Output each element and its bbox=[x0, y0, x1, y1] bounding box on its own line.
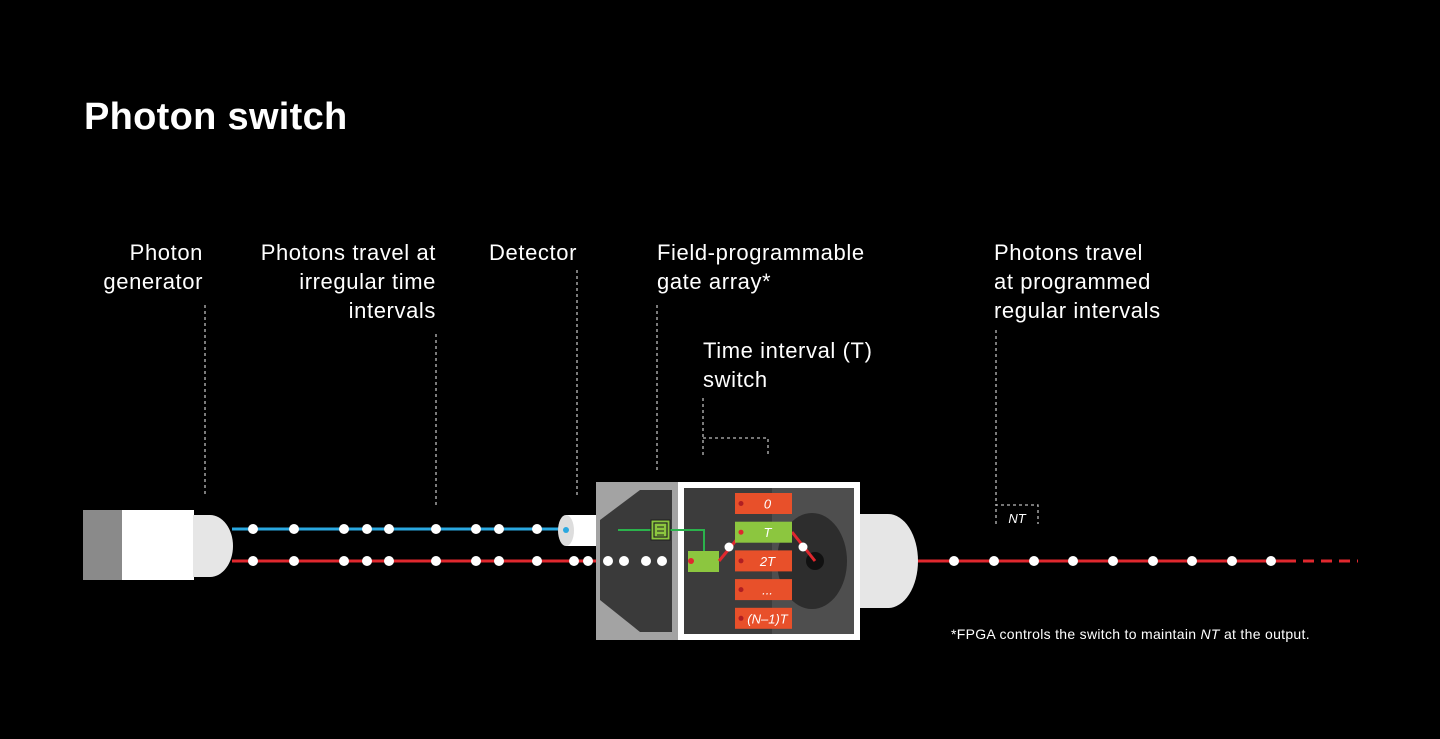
slot-bar bbox=[735, 493, 792, 514]
blue-photons bbox=[248, 524, 542, 534]
label-line: Field-programmable bbox=[657, 240, 865, 265]
slot-bar bbox=[735, 521, 792, 543]
label-line: Photons travel bbox=[994, 240, 1144, 265]
slot-contact bbox=[738, 558, 744, 564]
footnote-emph: NT bbox=[1200, 626, 1220, 642]
diagram-title: Photon switch bbox=[84, 96, 348, 138]
red-photons-fpga bbox=[603, 556, 667, 566]
footnote: *FPGA controls the switch to maintain NT… bbox=[951, 626, 1310, 642]
label-line: at programmed bbox=[994, 269, 1151, 294]
nt-label: NT bbox=[1008, 511, 1026, 526]
fpga-chip bbox=[618, 519, 705, 551]
slot-contact bbox=[738, 615, 744, 621]
slot-label: ... bbox=[762, 583, 773, 598]
slot-label: T bbox=[764, 525, 773, 540]
label-line: Detector bbox=[489, 240, 577, 265]
slot-label: 0 bbox=[764, 497, 772, 512]
label-line: Photons travel at bbox=[260, 240, 436, 265]
label-detector: Detector bbox=[489, 238, 577, 267]
time-interval-slots: 0T 2T... (N–1)T bbox=[735, 493, 792, 629]
label-line: irregular time bbox=[299, 269, 436, 294]
photon-generator bbox=[83, 510, 233, 580]
label-line: intervals bbox=[348, 298, 436, 323]
label-line: gate array* bbox=[657, 269, 772, 294]
label-irregular-intervals: Photons travel at irregular time interva… bbox=[261, 238, 436, 325]
label-line: Time interval (T) bbox=[703, 338, 873, 363]
label-line: switch bbox=[703, 367, 768, 392]
slot-contact bbox=[738, 529, 744, 535]
footnote-suffix: at the output. bbox=[1219, 626, 1310, 642]
red-photons-output bbox=[949, 556, 1276, 566]
label-fpga: Field-programmable gate array* bbox=[657, 238, 865, 296]
slot-bar bbox=[735, 550, 792, 572]
leader-lines bbox=[204, 270, 1039, 524]
fpga-housing bbox=[596, 482, 860, 640]
footnote-prefix: *FPGA controls the switch to maintain bbox=[951, 626, 1201, 642]
label-line: regular intervals bbox=[994, 298, 1161, 323]
slot-bar bbox=[735, 579, 792, 601]
slot-contact bbox=[738, 501, 744, 506]
label-photon-generator: Photon generator bbox=[103, 238, 203, 296]
label-regular-intervals: Photons travel at programmed regular int… bbox=[994, 238, 1161, 325]
slot-bar bbox=[735, 607, 792, 629]
slot-contact bbox=[738, 587, 744, 593]
slot-label: 2T bbox=[759, 554, 776, 569]
label-time-interval-switch: Time interval (T) switch bbox=[703, 336, 873, 394]
label-line: Photon bbox=[129, 240, 203, 265]
slot-label: (N–1)T bbox=[747, 611, 789, 626]
output-collimator bbox=[860, 514, 918, 608]
red-photons-input bbox=[248, 556, 593, 566]
label-line: generator bbox=[103, 269, 203, 294]
